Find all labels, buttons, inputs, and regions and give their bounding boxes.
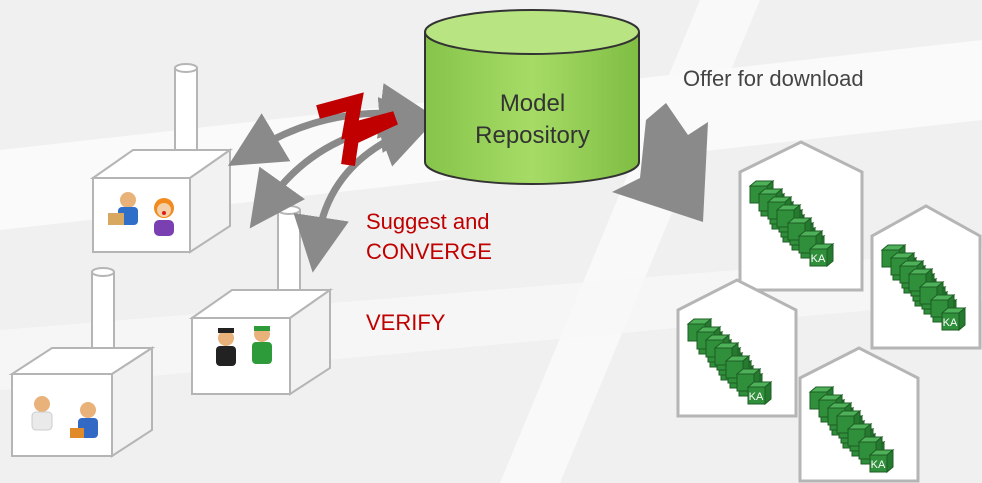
model-repository: [424, 9, 640, 185]
arrow-factory3-repo: [293, 114, 435, 273]
ka-label: KA: [943, 317, 958, 329]
ka-cube-icon: [868, 448, 895, 474]
factory-3: [8, 267, 156, 458]
suggest-line1: Suggest and: [366, 209, 490, 234]
ka-cube-stack: KA: [880, 243, 967, 332]
mechanic-icon: [252, 326, 272, 364]
worker-icon: [108, 192, 138, 225]
ka-cube-icon: [746, 380, 773, 406]
warehouse-3: KA: [676, 278, 798, 418]
verify-label: VERIFY: [366, 310, 446, 335]
factory-2: [188, 205, 334, 396]
ka-cube-icon: [940, 306, 967, 332]
ka-label: KA: [811, 253, 826, 265]
clown-icon: [154, 198, 174, 236]
repository-line1: Model: [499, 90, 566, 117]
ka-cube-icon: [808, 242, 835, 268]
ka-cube-stack: KA: [686, 317, 773, 406]
offer-download-label: Offer for download: [683, 66, 864, 91]
warehouse-4: KA: [798, 346, 920, 483]
warehouse-1: KA: [738, 140, 864, 292]
ka-label: KA: [749, 391, 764, 403]
officer-icon: [216, 328, 236, 366]
warehouses: KA KA KA KA: [676, 140, 982, 483]
red-bracket-icon: [316, 92, 398, 167]
ka-cube-stack: KA: [808, 385, 895, 474]
doctor-icon: [31, 396, 53, 431]
download-arrow-icon: [612, 103, 708, 222]
ka-cube-stack: KA: [748, 179, 835, 268]
repository-label: Model Repository: [430, 88, 635, 152]
suggest-converge-label: Suggest and CONVERGE: [366, 207, 492, 267]
warehouse-2: KA: [870, 204, 982, 350]
ka-label: KA: [871, 459, 886, 471]
engineer-icon: [70, 402, 98, 438]
suggest-line2: CONVERGE: [366, 239, 492, 264]
repository-line2: Repository: [475, 122, 590, 149]
